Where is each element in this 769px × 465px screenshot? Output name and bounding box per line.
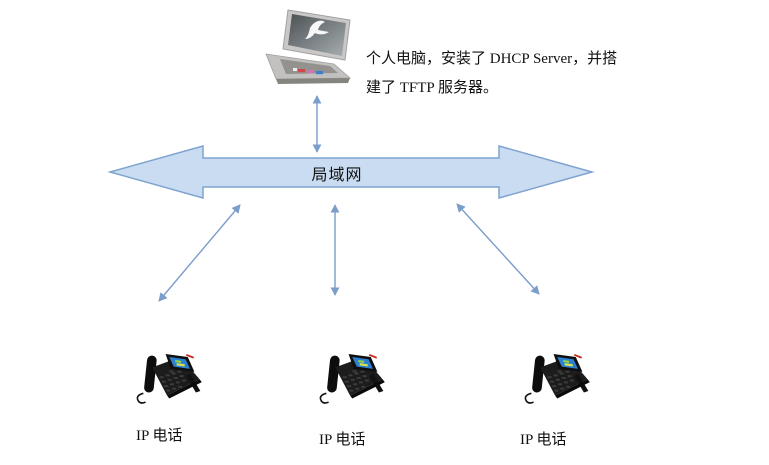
lan-label: 局域网 — [311, 167, 363, 184]
ip-phone-icon-3 — [521, 348, 595, 406]
ip-phone-label-2: IP 电话 — [319, 432, 366, 448]
laptop-icon — [260, 8, 356, 86]
lan-double-arrow — [107, 145, 595, 199]
ip-phone-icon-1 — [133, 348, 207, 406]
connector-lan-phone-1 — [158, 204, 241, 302]
pc-note-line2: 建了 TFTP 服务器。 — [366, 80, 498, 96]
ip-phone-label-1: IP 电话 — [136, 428, 183, 444]
connector-lan-phone-3 — [456, 203, 540, 295]
pc-note: 个人电脑，安装了 DHCP Server，并搭 建了 TFTP 服务器。 — [366, 45, 656, 103]
ip-phone-icon-2 — [316, 348, 390, 406]
ip-phone-label-3: IP 电话 — [520, 432, 567, 448]
pc-note-line1: 个人电脑，安装了 DHCP Server，并搭 — [366, 51, 618, 67]
